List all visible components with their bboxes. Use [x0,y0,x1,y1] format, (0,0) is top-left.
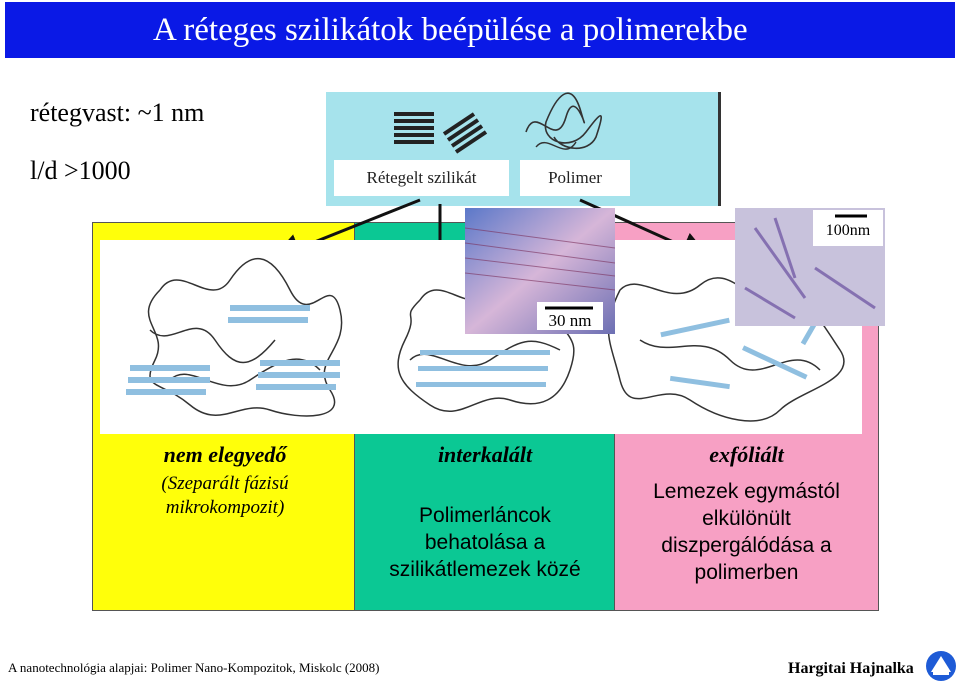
diagram-drawing [126,257,845,422]
nonmixing-desc2: mikrokompozit) [165,497,285,518]
aspect-ratio: l/d >1000 [30,156,131,185]
layer-thickness: rétegvast: ~1 nm [30,98,205,127]
tem-image-drawing-2 [735,208,885,326]
scale-label-100nm: 100nm [825,222,871,239]
intercalated-text: interkalált Polimerláncok behatolása a s… [354,442,616,583]
tem-image-exfoliated: 100nm [735,208,885,326]
exfoliated-desc2: elkülönült [702,507,791,530]
page-title: A réteges szilikátok beépülése a polimer… [153,11,748,48]
schematic-drawing [394,92,602,154]
nonmixing-desc1: (Szeparált fázisú [161,473,289,494]
author-name: Hargitai Hajnalka [788,660,914,677]
tem-image-drawing [464,208,616,334]
tem-image-intercalated: 30 nm [464,208,616,334]
intercalated-desc2: behatolása a [424,531,546,554]
polymer-label: Polimer [520,160,630,196]
nonmixing-text: nem elegyedő (Szeparált fázisú mikrokomp… [100,442,350,520]
nonmixing-title: nem elegyedő [163,442,287,467]
footer-text: A nanotechnológia alapjai: Polimer Nano-… [8,660,380,675]
layered-silicate-label: Rétegelt szilikát [334,160,509,196]
title-bar: A réteges szilikátok beépülése a polimer… [5,2,955,58]
exfoliated-desc1: Lemezek egymástól [653,480,840,503]
exfoliated-title: exfóliált [709,442,784,467]
intercalated-desc3: szilikátlemezek közé [389,558,581,581]
exfoliated-desc3: diszpergálódása a [661,534,832,557]
intercalated-desc1: Polimerláncok [419,504,551,527]
exfoliated-text: exfóliált Lemezek egymástól elkülönült d… [614,442,879,586]
university-logo-icon [926,651,956,681]
intercalated-title: interkalált [437,442,533,467]
scale-label-30nm: 30 nm [548,311,592,330]
schematic-panel: Rétegelt szilikát Polimer [326,92,721,206]
exfoliated-desc4: polimerben [694,561,799,584]
